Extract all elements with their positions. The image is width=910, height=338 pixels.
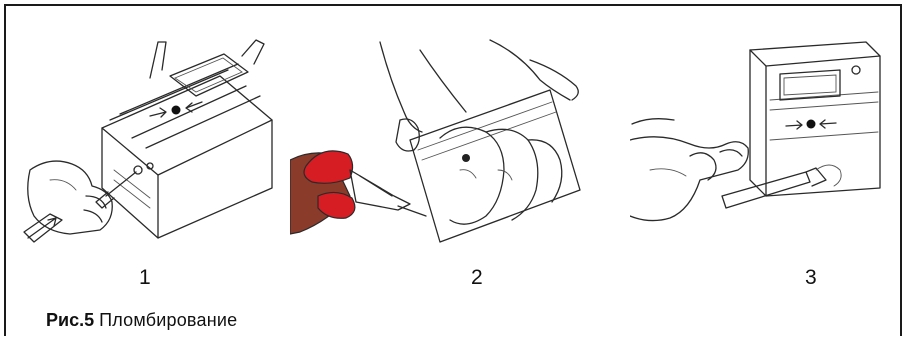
- step-number-2: 2: [471, 266, 483, 289]
- step-number-1: 1: [139, 266, 151, 289]
- figure-caption: Рис.5 Пломбирование: [46, 310, 237, 331]
- illustration-step-3: [630, 20, 895, 245]
- illustration-step-1: [10, 20, 280, 245]
- arrow-in-right-icon: [185, 101, 203, 113]
- dot-icon: [171, 105, 181, 115]
- pliers-handle: [303, 150, 354, 184]
- figure-title: Пломбирование: [99, 310, 238, 330]
- illustration-step-2: [290, 20, 600, 245]
- arrow-in-left-icon: [149, 107, 167, 118]
- figure-number: Рис.5: [46, 310, 95, 330]
- step-number-3: 3: [805, 266, 817, 289]
